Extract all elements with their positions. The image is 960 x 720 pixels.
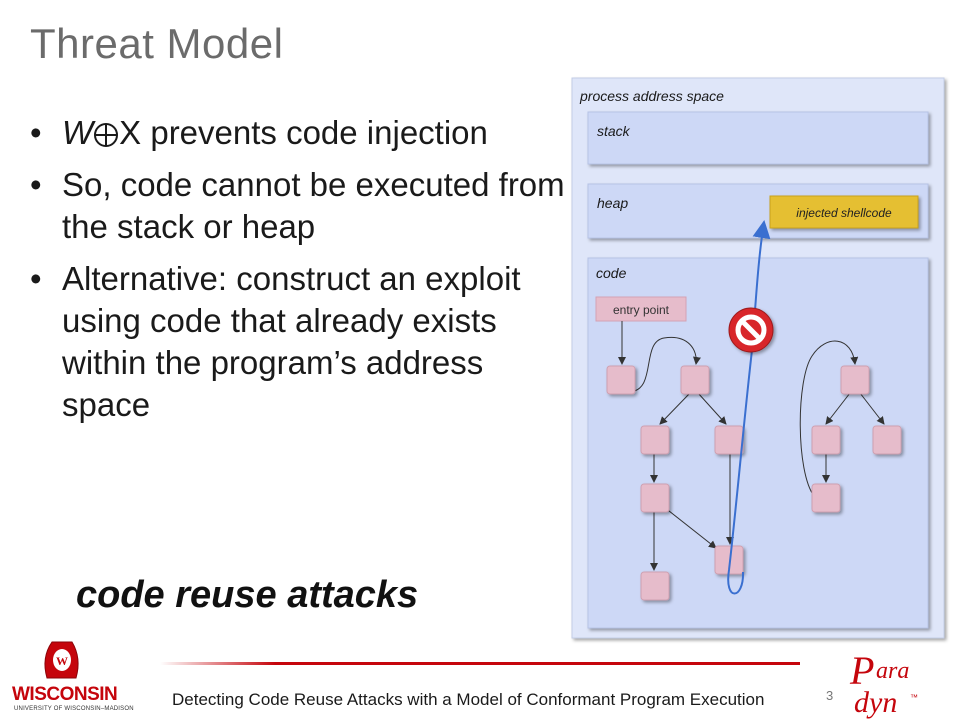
cfg-edge — [825, 392, 851, 425]
footer-divider — [160, 662, 800, 665]
cfg-node — [811, 425, 841, 455]
injected-shellcode-box — [769, 195, 919, 229]
heap-label: heap — [597, 195, 628, 211]
uw-crest-letter: W — [56, 654, 68, 668]
cfg-node — [640, 425, 670, 455]
cfg-node — [872, 425, 902, 455]
paradyn-logo-p: P — [849, 648, 874, 693]
cfg-edge — [627, 336, 701, 393]
cfg-node — [680, 365, 710, 395]
emphasis-text: code reuse attacks — [76, 574, 419, 616]
cfg-node — [606, 365, 636, 395]
paradyn-logo-tm: ™ — [910, 693, 918, 702]
page-number: 3 — [826, 688, 834, 703]
uw-subtext: UNIVERSITY OF WISCONSIN–MADISON — [14, 706, 134, 712]
stack-region — [587, 111, 929, 165]
cfg-edge — [659, 392, 691, 425]
paradyn-logo-icon: P ara dyn ™ — [849, 648, 918, 719]
paradyn-logo-dyn: dyn — [854, 686, 897, 719]
paradyn-logo-ara: ara — [876, 658, 909, 684]
entry-point-box — [595, 296, 687, 322]
cfg-edge — [663, 506, 717, 549]
bullet-item: • W X prevents code injection — [28, 112, 568, 154]
process-address-space-label: process address space — [579, 88, 724, 104]
bullet-dot: • — [30, 260, 42, 297]
cfg-node — [840, 365, 870, 395]
cfg-node — [811, 483, 841, 513]
cfg-node — [714, 425, 744, 455]
bullet-item: • Alternative: construct an exploit usin… — [28, 258, 568, 426]
cfg-nodes — [606, 365, 902, 601]
injection-arrow — [727, 220, 771, 595]
injected-shellcode-label: injected shellcode — [796, 206, 892, 220]
bullet-item: • So, code cannot be executed from the s… — [28, 164, 568, 248]
xor-icon — [94, 123, 119, 147]
cfg-edge — [859, 392, 885, 425]
stack-label: stack — [597, 123, 631, 139]
bullet-text-3: Alternative: construct an exploit using … — [62, 260, 521, 423]
entry-point-label: entry point — [613, 303, 670, 317]
code-label: code — [596, 265, 627, 281]
uw-crest-icon: W — [44, 641, 79, 679]
cfg-node — [640, 571, 670, 601]
bullet-text-1: X prevents code injection — [119, 114, 488, 151]
slide-title: Threat Model — [30, 20, 284, 67]
footer-title: Detecting Code Reuse Attacks with a Mode… — [172, 690, 765, 709]
bullet-text-2: So, code cannot be executed from the sta… — [62, 166, 565, 245]
wx-letter: W — [62, 114, 94, 151]
cfg-edge — [697, 392, 727, 425]
bullet-dot: • — [30, 114, 42, 151]
no-entry-icon — [728, 307, 774, 353]
cfg-edge — [799, 340, 859, 497]
uw-wordmark: WISCONSIN — [12, 684, 118, 705]
cfg-node — [640, 483, 670, 513]
cfg-edges — [618, 321, 885, 571]
bullet-list: • W X prevents code injection • So, code … — [28, 112, 568, 436]
bullet-dot: • — [30, 166, 42, 203]
